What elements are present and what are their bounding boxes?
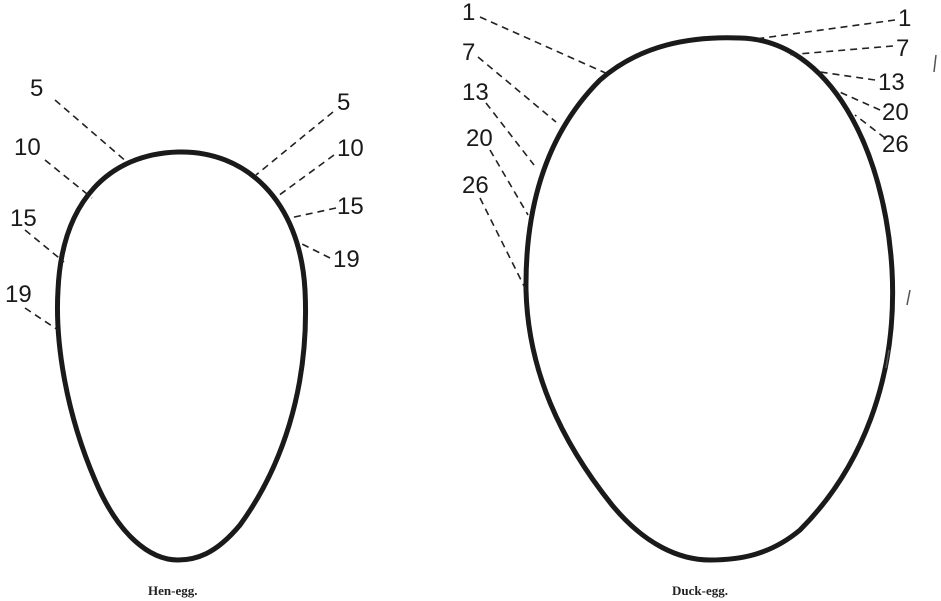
duck-egg-figure: 1 7 13 20 26 1 7 13 20 26 Duck-egg. [462, 0, 911, 598]
duck-egg-outline [526, 38, 893, 560]
hen-label-left-10: 10 [14, 134, 41, 161]
duck-label-left-1: 1 [462, 0, 475, 26]
duck-leader-left-7 [478, 57, 556, 122]
hen-leader-right-19 [302, 244, 330, 258]
hen-leader-left-15 [25, 230, 64, 262]
hen-egg-outline [57, 152, 305, 560]
duck-egg-caption: Duck-egg. [672, 583, 728, 598]
duck-label-left-7: 7 [462, 39, 475, 66]
duck-leader-left-26 [480, 198, 527, 292]
hen-egg-figure: 5 10 15 19 5 10 15 19 Hen-egg. [5, 75, 364, 598]
hen-label-right-15: 15 [337, 193, 364, 220]
hen-leader-left-10 [45, 160, 92, 198]
hen-label-left-19: 19 [5, 281, 32, 308]
duck-leader-right-7 [786, 46, 893, 55]
duck-label-right-20: 20 [882, 99, 909, 126]
hen-label-right-10: 10 [337, 135, 364, 162]
duck-leader-right-1 [748, 20, 895, 40]
hen-egg-caption: Hen-egg. [148, 583, 197, 598]
duck-leader-left-1 [480, 17, 610, 75]
duck-label-right-13: 13 [878, 69, 905, 96]
hen-label-left-15: 15 [10, 205, 37, 232]
hen-leader-right-5 [256, 112, 333, 175]
margin-mark [907, 290, 910, 305]
hen-leader-right-10 [278, 155, 334, 196]
hen-leader-right-15 [290, 208, 336, 218]
margin-mark [934, 55, 936, 72]
duck-label-right-26: 26 [882, 131, 909, 158]
duck-leader-left-20 [490, 150, 528, 215]
hen-label-right-19: 19 [333, 246, 360, 273]
hen-leader-left-5 [55, 100, 128, 163]
duck-label-left-20: 20 [466, 125, 493, 152]
hen-leader-left-19 [25, 308, 58, 330]
duck-label-left-26: 26 [462, 172, 489, 199]
hen-label-right-5: 5 [337, 89, 350, 116]
duck-label-right-1: 1 [898, 5, 911, 32]
duck-leader-right-13 [820, 72, 875, 80]
hen-label-left-5: 5 [30, 75, 43, 102]
duck-label-right-7: 7 [896, 35, 909, 62]
duck-label-left-13: 13 [462, 79, 489, 106]
